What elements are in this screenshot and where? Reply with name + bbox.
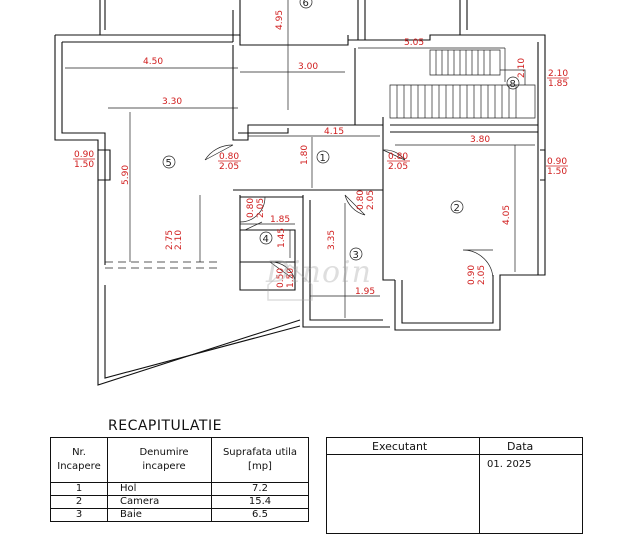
watermark: Dinoin bbox=[266, 255, 372, 290]
dim-1-85: 1.85 bbox=[270, 215, 290, 225]
cell-area: 6.5 bbox=[211, 508, 309, 522]
executant-label: Executant bbox=[372, 440, 428, 453]
door-2-05-a: 2.05 bbox=[219, 162, 239, 172]
door-0-80-b: 0.80 bbox=[388, 152, 408, 162]
stairs bbox=[389, 49, 536, 119]
room-number-5: 5 bbox=[166, 158, 172, 169]
win-1-50-right: 1.50 bbox=[547, 167, 567, 177]
dim-2-10: 2.10 bbox=[517, 58, 527, 78]
room-number-6: 6 bbox=[303, 0, 309, 9]
dim-1-95: 1.95 bbox=[355, 287, 375, 297]
room-number-1: 1 bbox=[320, 153, 326, 164]
dim-3-80: 3.80 bbox=[470, 135, 490, 145]
vertical-dimension-labels: 4.95 2.10 5.90 2.75 2.10 1.80 4.05 3.35 … bbox=[121, 10, 527, 288]
dimension-lines bbox=[65, 0, 535, 318]
dim-3-00: 3.00 bbox=[298, 62, 318, 72]
room-numbers: 1 2 3 4 5 6 8 bbox=[162, 0, 520, 261]
win-0-90-left: 0.90 bbox=[74, 150, 94, 160]
executant-divider bbox=[479, 438, 480, 533]
cell-name: Hol bbox=[107, 482, 212, 496]
header-nr: Nr. Incapere bbox=[50, 437, 108, 483]
cell-nr: 2 bbox=[50, 495, 108, 509]
dim-4-50: 4.50 bbox=[143, 57, 163, 67]
room-number-3: 3 bbox=[353, 250, 359, 261]
dim-3-35: 3.35 bbox=[327, 230, 337, 250]
dim-1-45: 1.45 bbox=[277, 228, 287, 248]
room-number-4: 4 bbox=[263, 234, 269, 245]
header-area: Suprafata utila [mp] bbox=[211, 437, 309, 483]
dimension-labels: 4.50 3.30 3.00 5.05 4.15 3.80 1.95 1.85 … bbox=[73, 38, 569, 297]
door-0-80-a: 0.80 bbox=[219, 152, 239, 162]
win-1-50-left: 1.50 bbox=[74, 160, 94, 170]
win-0-90-right: 0.90 bbox=[547, 157, 567, 167]
door-2-05-b: 2.05 bbox=[388, 162, 408, 172]
walls bbox=[54, 0, 546, 386]
cell-area: 15.4 bbox=[211, 495, 309, 509]
header-name: Denumire incapere bbox=[107, 437, 212, 483]
executant-box: Executant Data 01. 2025 bbox=[326, 437, 583, 534]
date-value: 01. 2025 bbox=[487, 459, 532, 470]
date-label: Data bbox=[507, 440, 534, 453]
win-1-50-small: 1.50 bbox=[286, 268, 296, 288]
cell-nr: 3 bbox=[50, 508, 108, 522]
door-0-90: 0.90 bbox=[467, 265, 477, 285]
cell-nr: 1 bbox=[50, 482, 108, 496]
cell-name: Camera bbox=[107, 495, 212, 509]
door-0-80-d: 0.80 bbox=[356, 190, 366, 210]
dim-4-05: 4.05 bbox=[502, 205, 512, 225]
win-0-50: 0.50 bbox=[276, 268, 286, 288]
dim-5-05: 5.05 bbox=[404, 38, 424, 48]
door-2-05-c: 2.05 bbox=[256, 198, 266, 218]
table-row: 3 Baie 6.5 bbox=[50, 508, 309, 522]
door-2-05-d: 2.05 bbox=[366, 190, 376, 210]
recap-table: Nr. Incapere Denumire incapere Suprafata… bbox=[50, 437, 309, 522]
dim-3-30: 3.30 bbox=[162, 97, 182, 107]
win-1-85: 1.85 bbox=[548, 79, 568, 89]
dim-1-80: 1.80 bbox=[300, 145, 310, 165]
dim-2-10-b: 2.10 bbox=[174, 230, 184, 250]
dim-2-75: 2.75 bbox=[165, 230, 175, 250]
table-row: 2 Camera 15.4 bbox=[50, 495, 309, 509]
door-0-80-c: 0.80 bbox=[246, 198, 256, 218]
executant-header bbox=[327, 438, 582, 455]
door-2-05-e: 2.05 bbox=[477, 265, 487, 285]
watermark-house-icon bbox=[267, 263, 313, 301]
dim-5-90: 5.90 bbox=[121, 165, 131, 185]
cell-area: 7.2 bbox=[211, 482, 309, 496]
recap-title: RECAPITULATIE bbox=[108, 418, 222, 434]
room-number-8: 8 bbox=[510, 79, 516, 90]
cell-name: Baie bbox=[107, 508, 212, 522]
table-row: 1 Hol 7.2 bbox=[50, 482, 309, 496]
room-number-2: 2 bbox=[454, 203, 460, 214]
win-2-10: 2.10 bbox=[548, 69, 568, 79]
door-swings bbox=[204, 144, 494, 281]
dim-4-95: 4.95 bbox=[275, 10, 285, 30]
recap-header-row: Nr. Incapere Denumire incapere Suprafata… bbox=[50, 437, 309, 483]
dim-4-15: 4.15 bbox=[324, 127, 344, 137]
